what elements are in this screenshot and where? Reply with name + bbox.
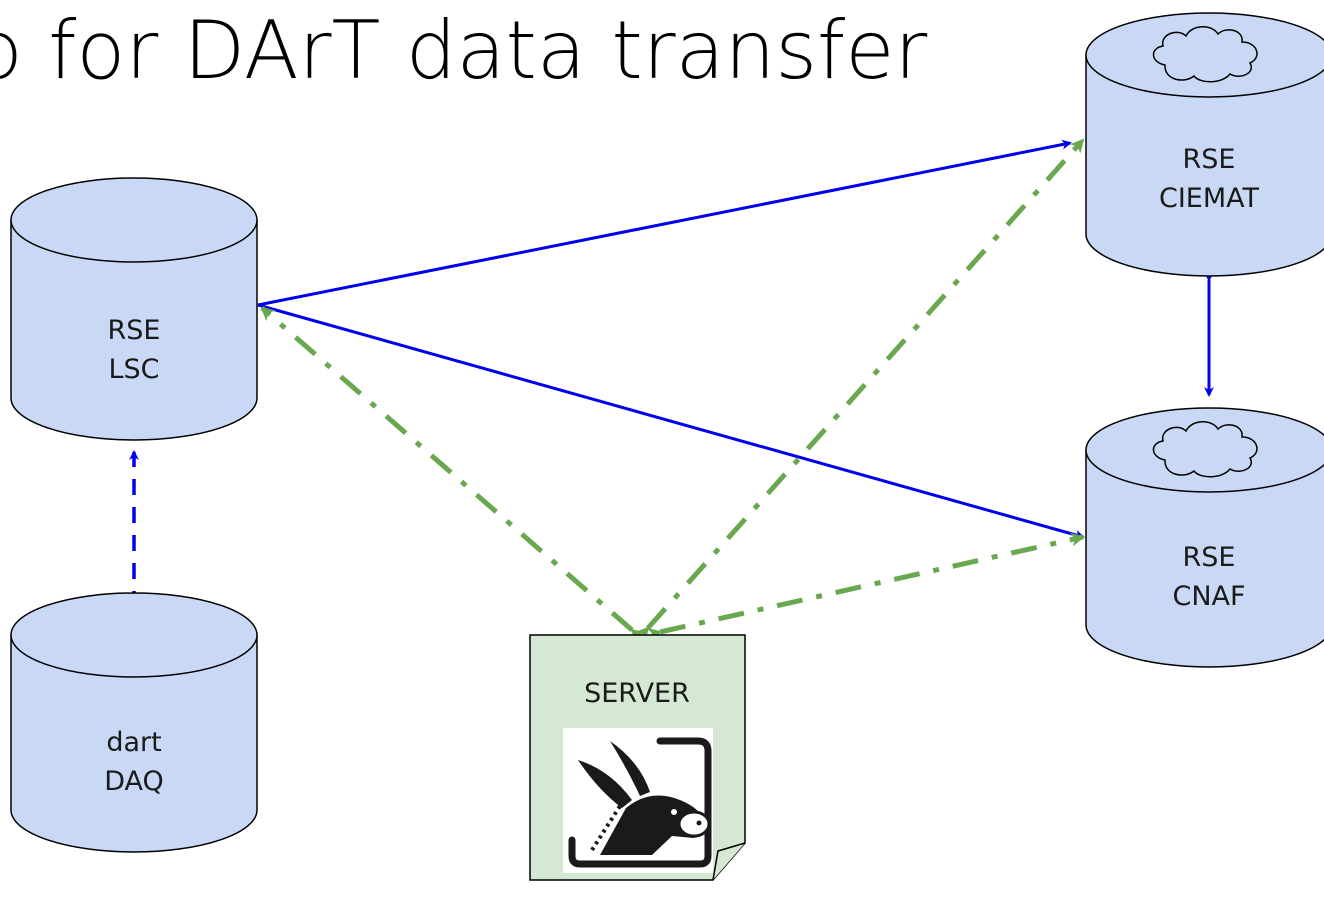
link-lsc-cnaf (257, 303, 1085, 540)
page-title: p for DArT data transfer (0, 4, 927, 97)
node-label-line2: LSC (108, 354, 159, 385)
server-label: SERVER (584, 678, 690, 709)
link-server-lsc (260, 306, 646, 644)
node-label-line2: DAQ (104, 766, 164, 797)
node-label-line1: RSE (1183, 542, 1236, 573)
node-label-line2: CNAF (1172, 581, 1245, 612)
link-lsc-ciemat (257, 139, 1072, 307)
node-label-line2: CIEMAT (1159, 183, 1260, 214)
node-label-line1: dart (106, 727, 161, 758)
link-server-cnaf (646, 532, 1085, 642)
donkey-logo (563, 728, 713, 873)
node-label-line1: RSE (108, 315, 161, 346)
node-rse-lsc[interactable]: RSE LSC (10, 177, 258, 441)
node-server[interactable]: SERVER (529, 634, 746, 881)
cloud-icon (1152, 421, 1258, 478)
link-server-ciemat (634, 138, 1085, 642)
node-rse-cnaf[interactable]: RSE CNAF (1085, 407, 1324, 668)
cloud-icon (1152, 26, 1258, 83)
node-dart-daq[interactable]: dart DAQ (10, 592, 258, 853)
node-rse-ciemat[interactable]: RSE CIEMAT (1085, 12, 1324, 277)
node-label-line1: RSE (1183, 144, 1236, 175)
